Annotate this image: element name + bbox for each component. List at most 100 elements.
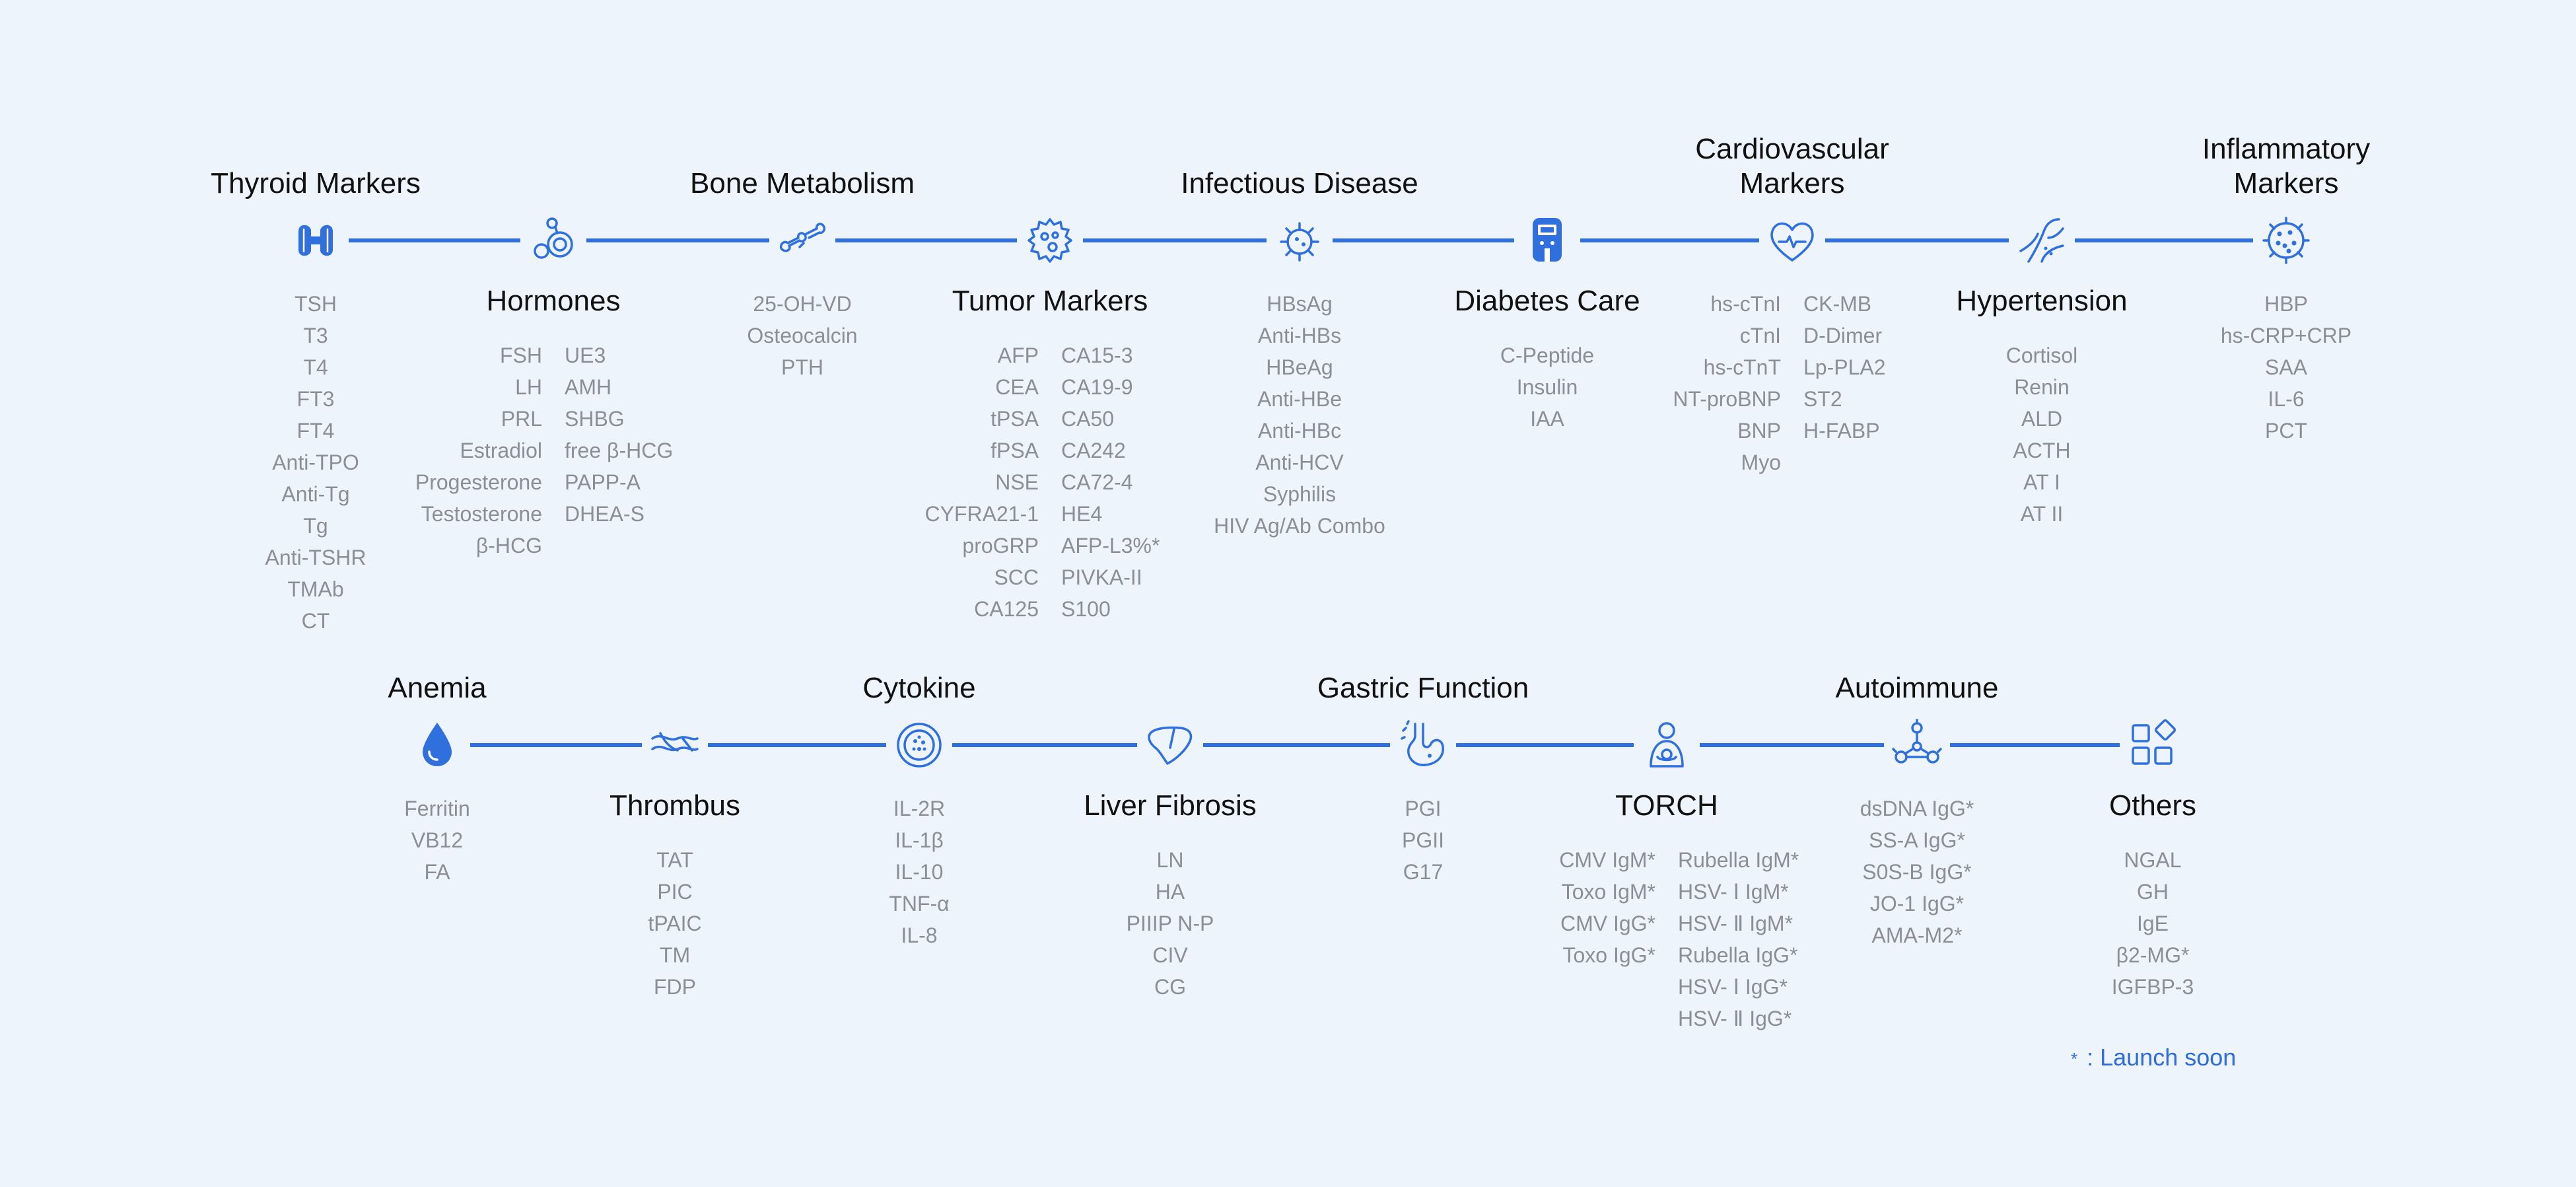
category-title-line: Others (2108, 789, 2197, 822)
assay-item: LH (515, 375, 542, 399)
assay-item: Anti-HBc (1257, 419, 1342, 443)
assay-item: DHEA-S (565, 502, 644, 526)
launch-soon-footnote: *: Launch soon (2071, 1044, 2236, 1071)
assay-item: Toxo IgM* (1561, 880, 1655, 904)
assay-item: PGII (1401, 828, 1445, 852)
category-title-line: Autoimmune (1835, 672, 1999, 704)
assay-item: IL-8 (901, 923, 938, 947)
assay-item: Testosterone (421, 502, 542, 526)
category-title: Cytokine (862, 671, 975, 705)
assay-item: HIV Ag/Ab Combo (1214, 514, 1385, 538)
category-title-line: Bone Metabolism (690, 167, 915, 199)
category-title-line: TORCH (1615, 789, 1718, 822)
assay-item: CA50 (1061, 407, 1115, 431)
assay-item: PGI (1405, 797, 1442, 820)
assay-item: CYFRA21-1 (924, 502, 1039, 526)
category-items: CMV IgM*Toxo IgM*CMV IgG*Toxo IgG*Rubell… (1559, 844, 1799, 1034)
assay-item: CT (301, 609, 330, 633)
tumor-cell-icon (1017, 207, 1083, 273)
assay-item: BNP (1737, 419, 1781, 443)
assay-item: HSV- Ⅰ IgM* (1678, 880, 1789, 904)
assay-item: VB12 (411, 828, 464, 852)
assay-item: Insulin (1516, 375, 1578, 399)
assay-item: Rubella IgG* (1678, 943, 1798, 967)
assay-item: TNF-α (889, 892, 950, 916)
category-title-line: Cytokine (862, 672, 976, 704)
assay-item: Rubella IgM* (1678, 848, 1799, 872)
assay-item: C-Peptide (1500, 343, 1595, 367)
virus-icon (1267, 207, 1333, 273)
category-title-line: Markers (1739, 167, 1845, 199)
assay-item: CG (1154, 975, 1186, 999)
assay-item: Anti-Tg (281, 482, 350, 506)
assay-item: TSH (295, 292, 337, 316)
assay-item: hs-cTnT (1703, 355, 1781, 379)
assay-item: PCT (2264, 419, 2307, 443)
assay-item: TMAb (287, 577, 344, 601)
cell-icon (886, 712, 952, 778)
vessel-clot-icon (642, 712, 708, 778)
assay-item: Ferritin (404, 797, 470, 820)
assay-item: Cortisol (2005, 343, 2078, 367)
bone-joint-icon (769, 207, 835, 273)
category-title-line: Diabetes Care (1454, 285, 1640, 317)
assay-item: SCC (994, 565, 1039, 589)
category-title: Gastric Function (1317, 671, 1529, 705)
category-title: Others (2109, 789, 2196, 823)
category-title: Infectious Disease (1181, 166, 1418, 201)
assay-item: HSV- Ⅱ IgM* (1678, 912, 1793, 935)
assay-item: Anti-TPO (272, 450, 359, 474)
assay-item: Tg (303, 514, 328, 538)
assay-item: Lp-PLA2 (1803, 355, 1886, 379)
assay-item: β2-MG* (2116, 943, 2190, 967)
category-title-line: Thyroid Markers (211, 167, 421, 199)
assay-item: PTH (781, 355, 823, 379)
assay-item: PIVKA-II (1061, 565, 1142, 589)
category-title-line: Infectious Disease (1181, 167, 1418, 199)
assay-item: dsDNA IgG* (1860, 797, 1974, 820)
category-title-line: Thrombus (609, 789, 741, 822)
assay-item: CMV IgM* (1559, 848, 1655, 872)
assay-item: AFP (997, 343, 1039, 367)
assay-item: GH (2137, 880, 2169, 904)
assay-item: JO-1 IgG* (1869, 892, 1965, 916)
assay-item: PAPP-A (565, 470, 641, 494)
assay-item: Osteocalcin (747, 324, 858, 347)
hormone-molecule-icon (520, 207, 586, 273)
assay-item: Anti-HBs (1257, 324, 1342, 347)
assay-item: FT3 (296, 387, 335, 411)
assay-item: FT4 (296, 419, 335, 443)
assay-item: Toxo IgG* (1562, 943, 1655, 967)
category-title-line: Liver Fibrosis (1084, 789, 1257, 822)
assay-item: hs-CRP+CRP (2220, 324, 2352, 347)
item-column: CMV IgM*Toxo IgM*CMV IgG*Toxo IgG* (1559, 844, 1655, 1034)
assay-item: T3 (303, 324, 328, 347)
assay-item: SHBG (565, 407, 625, 431)
category-items: dsDNA IgG*SS-A IgG*S0S-B IgG*JO-1 IgG*AM… (1860, 793, 1974, 951)
assay-item: AMH (565, 375, 612, 399)
thyroid-icon (283, 207, 349, 273)
assay-item: IAA (1530, 407, 1564, 431)
category-title: Anemia (388, 671, 486, 705)
assay-item: proGRP (962, 534, 1039, 558)
assay-item: IL-6 (2268, 387, 2305, 411)
assay-item: UE3 (565, 343, 606, 367)
assay-item: Anti-HCV (1255, 450, 1344, 474)
assay-item: CA242 (1061, 439, 1126, 462)
